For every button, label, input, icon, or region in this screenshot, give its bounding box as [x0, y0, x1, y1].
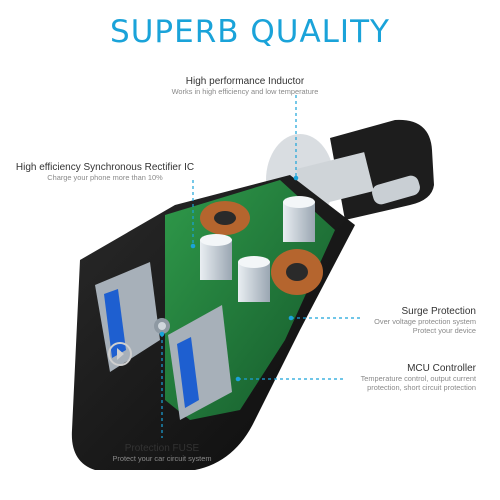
callout-inductor: High performance Inductor Works in high … — [130, 76, 360, 97]
callout-fuse: Protection FUSE Protect your car circuit… — [82, 443, 242, 464]
headline: SUPERB QUALITY — [110, 14, 390, 50]
callout-rectifier-sub: Charge your phone more than 10% — [47, 173, 163, 182]
quick-charge-logo — [108, 342, 132, 366]
callout-mcu-sub1: Temperature control, output current — [360, 374, 476, 383]
capacitor-3 — [238, 256, 270, 302]
callout-rectifier-title: High efficiency Synchronous Rectifier IC — [15, 162, 195, 173]
capacitor-1 — [283, 196, 315, 242]
callout-inductor-title: High performance Inductor — [185, 76, 305, 87]
callout-surge-title: Surge Protection — [401, 306, 477, 317]
callout-mcu-sub2: protection, short circuit protection — [367, 382, 476, 392]
callout-fuse-title: Protection FUSE — [124, 443, 200, 454]
callout-fuse-sub: Protect your car circuit system — [112, 454, 212, 463]
anchor-inductor — [293, 175, 299, 181]
callout-surge-sub2: Protect your device — [412, 325, 476, 335]
anchor-mcu — [235, 376, 241, 382]
inductor-top — [200, 201, 250, 235]
callout-inductor-sub: Works in high efficiency and low tempera… — [171, 87, 319, 96]
callout-rectifier: High efficiency Synchronous Rectifier IC… — [0, 162, 210, 183]
callout-mcu: MCU Controller Temperature control, outp… — [326, 363, 476, 393]
usb-port-left — [95, 262, 160, 372]
usb-port-right — [168, 305, 232, 420]
anchor-fuse — [159, 331, 165, 337]
callout-surge: Surge Protection Over voltage protection… — [336, 306, 476, 336]
callout-mcu-title: MCU Controller — [407, 363, 476, 374]
anchor-surge — [288, 315, 294, 321]
callout-surge-sub1: Over voltage protection system — [374, 317, 476, 326]
anchor-rectifier — [190, 243, 196, 249]
inductor-right — [271, 249, 323, 295]
plug-tip — [266, 119, 434, 226]
fuse — [154, 318, 170, 334]
capacitor-2 — [200, 234, 232, 280]
